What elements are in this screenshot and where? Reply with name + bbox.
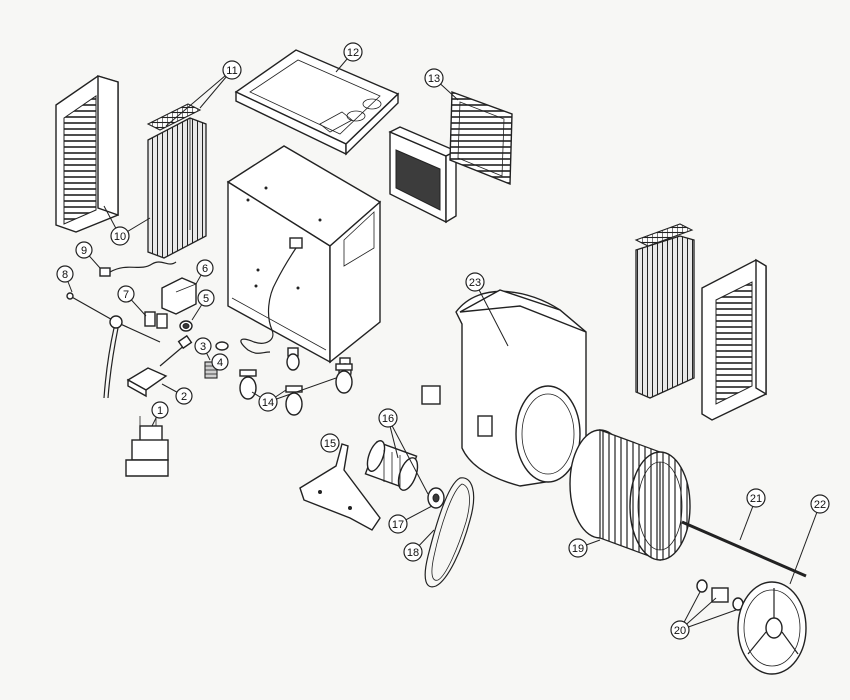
callout-11: 11 <box>222 60 242 80</box>
shaft-bearings <box>696 579 744 611</box>
callout-13: 13 <box>424 68 444 88</box>
svg-text:8: 8 <box>62 269 68 281</box>
svg-text:9: 9 <box>81 245 87 257</box>
callout-4: 4 <box>211 353 229 371</box>
power-cord <box>240 247 297 354</box>
left-front-grille-panel <box>55 75 119 233</box>
mounting-bracket <box>144 311 168 329</box>
top-tray <box>234 49 400 156</box>
wiring-harness <box>99 261 177 277</box>
callout-6: 6 <box>196 259 214 277</box>
svg-text:6: 6 <box>202 263 208 275</box>
rear-filter-frame <box>388 126 458 224</box>
main-cabinet <box>226 145 382 364</box>
knob-5 <box>179 320 193 332</box>
blower-wheel <box>569 429 691 561</box>
callout-19: 19 <box>568 538 588 558</box>
fan-motor <box>364 440 419 491</box>
callout-12: 12 <box>343 42 363 62</box>
callout-15: 15 <box>320 433 340 453</box>
callout-21: 21 <box>746 488 766 508</box>
svg-text:4: 4 <box>217 357 223 369</box>
callout-5: 5 <box>197 289 215 307</box>
callout-3: 3 <box>194 337 212 355</box>
right-coil-filter <box>634 223 695 399</box>
svg-text:21: 21 <box>750 493 762 505</box>
water-pump-float <box>126 367 168 398</box>
right-side-grille-panel <box>701 258 767 421</box>
svg-text:11: 11 <box>226 65 237 77</box>
blower-pulley <box>737 581 807 675</box>
svg-text:18: 18 <box>407 547 419 559</box>
callout-7: 7 <box>117 285 135 303</box>
float-switch-assembly <box>66 292 161 399</box>
callout-1: 1 <box>151 401 169 419</box>
rear-grille <box>449 91 513 186</box>
switch-box <box>161 277 197 315</box>
blower-shaft <box>681 520 807 578</box>
callout-20: 20 <box>670 620 690 640</box>
callout-22: 22 <box>810 494 830 514</box>
svg-text:15: 15 <box>324 438 336 450</box>
callout-23: 23 <box>465 272 485 292</box>
drive-belt <box>424 477 475 588</box>
hose-fitting <box>159 334 193 367</box>
left-coil-filter <box>147 117 207 259</box>
svg-text:22: 22 <box>814 499 826 511</box>
left-top-filter-strip <box>146 103 202 131</box>
blower-housing <box>421 289 587 487</box>
callout-17: 17 <box>388 514 408 534</box>
callout-16: 16 <box>378 408 398 428</box>
svg-text:12: 12 <box>347 47 359 59</box>
svg-text:3: 3 <box>200 341 206 353</box>
callout-8: 8 <box>56 265 74 283</box>
svg-text:1: 1 <box>157 405 163 417</box>
callout-9: 9 <box>75 241 93 259</box>
fitting-4 <box>215 341 229 351</box>
svg-text:10: 10 <box>114 231 126 243</box>
pump-motor <box>125 416 169 477</box>
svg-text:17: 17 <box>392 519 404 531</box>
svg-text:7: 7 <box>123 289 129 301</box>
casters <box>239 347 353 416</box>
callout-10: 10 <box>110 226 130 246</box>
svg-text:20: 20 <box>674 625 686 637</box>
svg-text:19: 19 <box>572 543 584 555</box>
svg-text:14: 14 <box>262 397 274 409</box>
callout-14: 14 <box>258 392 278 412</box>
motor-pulley <box>427 487 445 509</box>
callout-2: 2 <box>175 387 193 405</box>
callout-18: 18 <box>403 542 423 562</box>
svg-text:16: 16 <box>382 413 394 425</box>
svg-text:23: 23 <box>469 277 481 289</box>
svg-text:2: 2 <box>181 391 187 403</box>
motor-bracket <box>299 443 381 531</box>
svg-text:13: 13 <box>428 73 440 85</box>
svg-text:5: 5 <box>203 293 209 305</box>
